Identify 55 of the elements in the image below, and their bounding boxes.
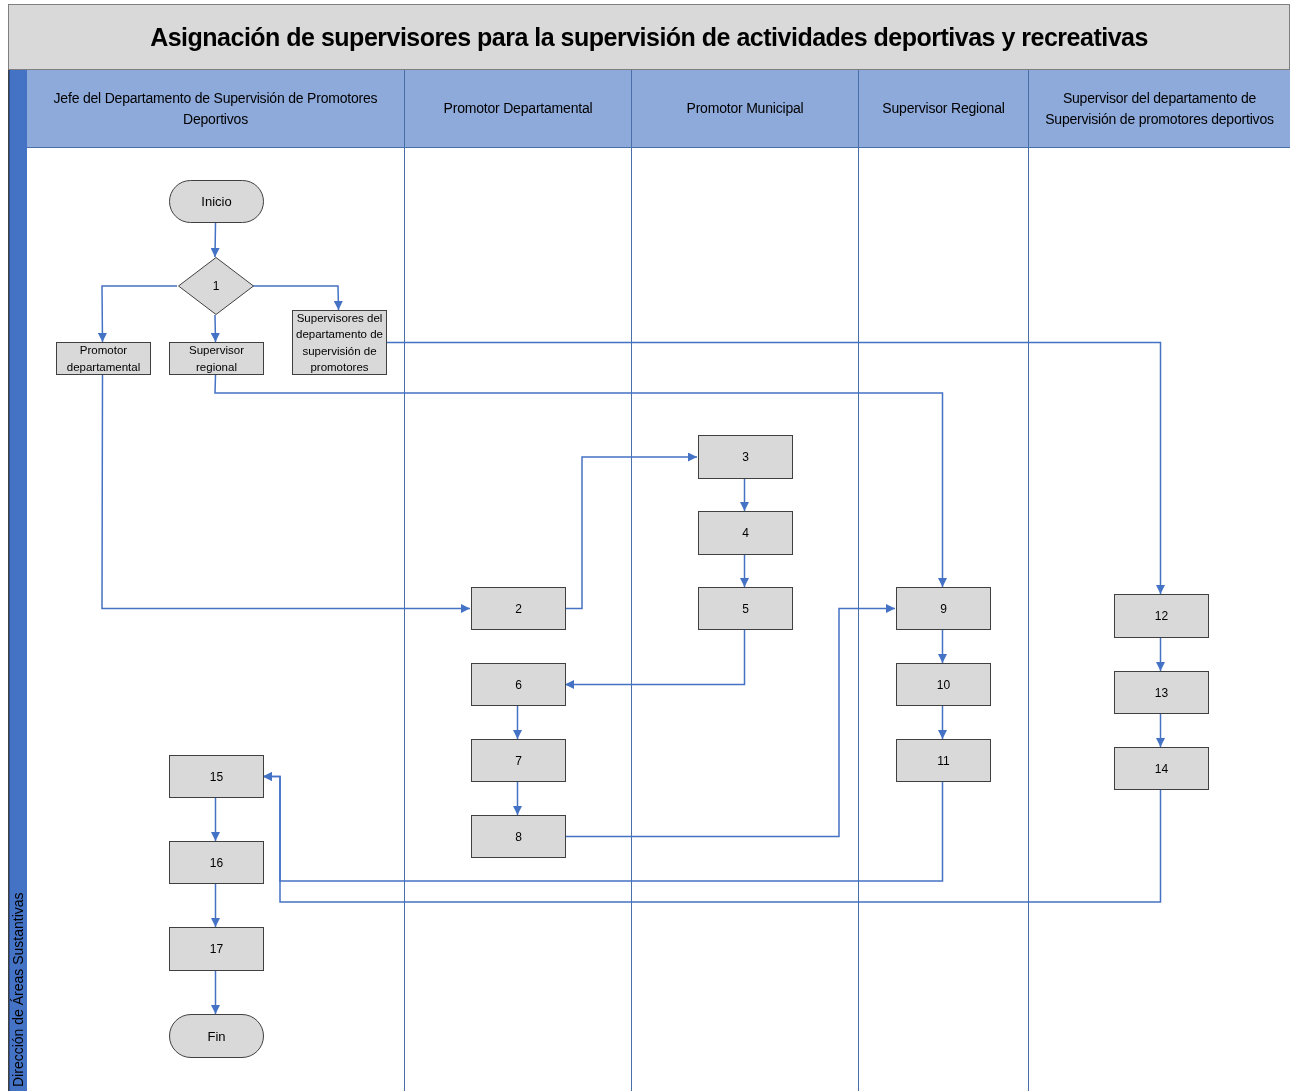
lane-header: Promotor Municipal (632, 70, 858, 148)
lane-header: Jefe del Departamento de Supervisión de Promotores Deportivos (27, 70, 404, 148)
process-box: Supervisores del departamento de supervisión de promotores (292, 310, 387, 375)
arrow (210, 314, 220, 343)
process-box: 9 (896, 587, 991, 630)
lane-header: Promotor Departamental (405, 70, 631, 148)
process-box: 2 (471, 587, 566, 630)
swimlane (632, 70, 859, 1091)
process-box: 3 (698, 435, 793, 479)
arrow (385, 341, 1165, 595)
arrow (252, 285, 343, 311)
process-box: 10 (896, 663, 991, 706)
decision-diamond: 1 (178, 257, 254, 315)
swimlane (859, 70, 1029, 1091)
arrow (1156, 713, 1165, 748)
lane-header: Supervisor del departamento de Supervisión de promotores deportivos (1029, 70, 1290, 148)
arrow (740, 478, 749, 512)
arrow (938, 629, 947, 664)
arrow (210, 222, 220, 258)
process-box: 7 (471, 739, 566, 782)
arrow (214, 374, 947, 588)
lane-header: Supervisor Regional (859, 70, 1028, 148)
process-box: 11 (896, 739, 991, 782)
process-box: 14 (1114, 747, 1209, 790)
process-box: 4 (698, 511, 793, 555)
terminal-shape: Fin (169, 1014, 264, 1058)
process-box: 15 (169, 755, 264, 798)
arrow (211, 970, 220, 1015)
arrow (564, 452, 698, 610)
process-box: 16 (169, 841, 264, 884)
swimlane (405, 70, 632, 1091)
arrow (1156, 637, 1165, 672)
arrow (101, 374, 471, 613)
process-box: 17 (169, 927, 264, 971)
arrow (740, 554, 749, 588)
process-box: 8 (471, 815, 566, 858)
process-box: 5 (698, 587, 793, 630)
process-box: 12 (1114, 594, 1209, 638)
arrow (564, 604, 896, 838)
arrow (564, 629, 746, 689)
process-box: Promotor departamental (56, 342, 151, 375)
arrow (513, 705, 522, 740)
pool-label: Dirección de Áreas Sustantivas (9, 70, 27, 1091)
swimlane (27, 70, 405, 1091)
arrow (97, 285, 178, 343)
arrow (211, 797, 220, 842)
process-box: 6 (471, 663, 566, 706)
process-box: Supervisor regional (169, 342, 264, 375)
arrow (211, 883, 220, 928)
diagram-title: Asignación de supervisores para la supervisión de actividades deportivas y recreativas (8, 4, 1290, 70)
arrow (262, 772, 1162, 903)
terminal-shape: Inicio (169, 180, 264, 223)
arrow (938, 705, 947, 740)
process-box: 13 (1114, 671, 1209, 714)
arrow (513, 781, 522, 816)
